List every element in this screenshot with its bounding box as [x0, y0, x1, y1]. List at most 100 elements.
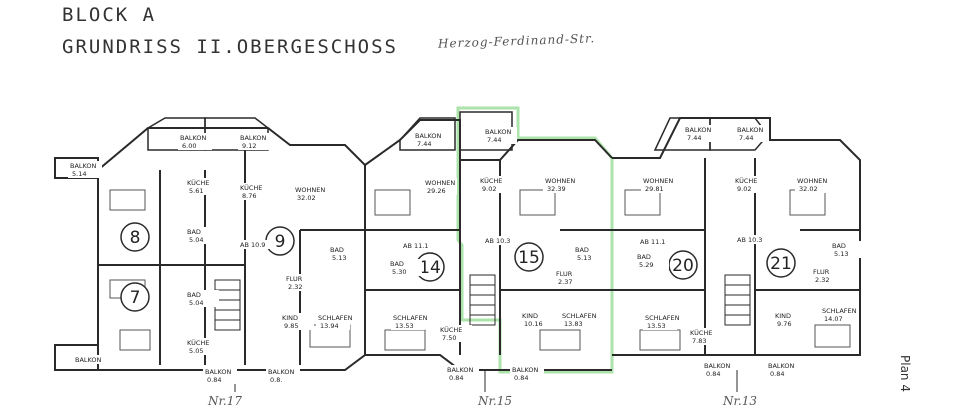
house-number: Nr.15: [477, 394, 512, 406]
room-label-bg: [438, 325, 472, 342]
room-label: AB 11.1: [401, 241, 435, 250]
room-area: 2.32: [815, 276, 829, 284]
room-area: 2.37: [558, 278, 572, 286]
room-area: 5.29: [639, 261, 653, 269]
room-label-bg: [328, 245, 362, 262]
room-area: 9.12: [242, 142, 256, 150]
room-name: BALKON: [447, 366, 474, 374]
room-area: 5.13: [577, 254, 591, 262]
room-area: 13.53: [395, 322, 414, 330]
block-title: BLOCK A: [62, 4, 157, 26]
room-area: 5.05: [189, 347, 203, 355]
room-label-bg: [483, 236, 517, 245]
room-name: KIND: [775, 312, 791, 320]
room-name: SCHLAFEN: [645, 314, 680, 322]
room-label-bg: [643, 313, 677, 330]
room-name: BALKON: [240, 134, 267, 142]
room-name: KÜCHE: [187, 338, 209, 347]
room-label: AB 10.9: [238, 240, 272, 249]
room-label-bg: [638, 237, 672, 246]
room-area: 7.83: [692, 337, 706, 345]
room-name: SCHLAFEN: [318, 314, 353, 322]
room-label-bg: [543, 176, 577, 193]
room-label-bg: [280, 313, 314, 330]
unit-circle: [120, 282, 150, 312]
room-name: KÜCHE: [240, 183, 262, 192]
room-area: 14.07: [824, 315, 843, 323]
unit-number: 14: [419, 258, 441, 278]
unit-circle: [120, 222, 150, 252]
room-label-bg: [391, 313, 425, 330]
room-area: 0.8.: [270, 376, 282, 384]
room-label-bg: [423, 178, 457, 195]
room-label-bg: [820, 306, 854, 323]
room-name: BALKON: [737, 126, 764, 134]
unit-marker-15: 15: [514, 242, 544, 272]
floor-plan-subtitle: GRUNDRISS II.OBERGESCHOSS: [62, 36, 398, 58]
unit-15-highlight: [456, 106, 614, 374]
room-label-bg: [185, 338, 219, 355]
room-name: BALKON: [70, 162, 97, 170]
room-label-bg: [238, 183, 272, 200]
unit-marker-14: 14: [415, 252, 445, 282]
room-name: SCHLAFEN: [822, 307, 857, 315]
room-label: AB 10.3: [483, 236, 517, 245]
room-name: BALKON: [485, 128, 512, 136]
furniture-marks: [109, 189, 851, 351]
entrance-lines: [234, 370, 738, 392]
room-name: BALKON: [180, 134, 207, 142]
room-name: BALKON: [512, 366, 539, 374]
room-label-bg: [401, 241, 435, 250]
room-name: FLUR: [813, 268, 830, 276]
room-area: 0.84: [207, 376, 221, 384]
room-label-bg: [773, 311, 807, 328]
room-area: 9.76: [777, 320, 791, 328]
room-label-bg: [293, 185, 327, 202]
unit-marker-7: 7: [120, 282, 150, 312]
unit-number: 9: [275, 232, 286, 252]
room-label-bg: [478, 176, 512, 193]
room-area: 13.94: [320, 322, 339, 330]
room-label-bg: [733, 176, 767, 193]
room-area: 5.30: [392, 268, 406, 276]
room-area: 5.04: [189, 299, 203, 307]
unit-marker-21: 21: [766, 248, 796, 278]
building-walls: [54, 117, 861, 371]
room-area: 10.16: [524, 320, 543, 328]
room-name: BAD: [637, 253, 651, 261]
room-area: 13.53: [647, 322, 666, 330]
room-area: 2.32: [288, 283, 302, 291]
room-name: BAD: [575, 246, 589, 254]
room-area: 7.44: [687, 134, 701, 142]
room-label-bg: [388, 259, 422, 276]
room-name: KÜCHE: [690, 328, 712, 337]
room-label-bg: [178, 133, 212, 150]
room-area: 0.84: [449, 374, 463, 382]
room-area: 0.84: [706, 370, 720, 378]
room-label-bg: [735, 125, 769, 142]
unit-number: 20: [672, 256, 694, 276]
room-label-bg: [510, 365, 544, 382]
room-label-bg: [830, 241, 864, 258]
unit-number: 7: [130, 288, 141, 308]
unit-marker-20: 20: [668, 250, 698, 280]
room-label-bg: [554, 269, 588, 286]
